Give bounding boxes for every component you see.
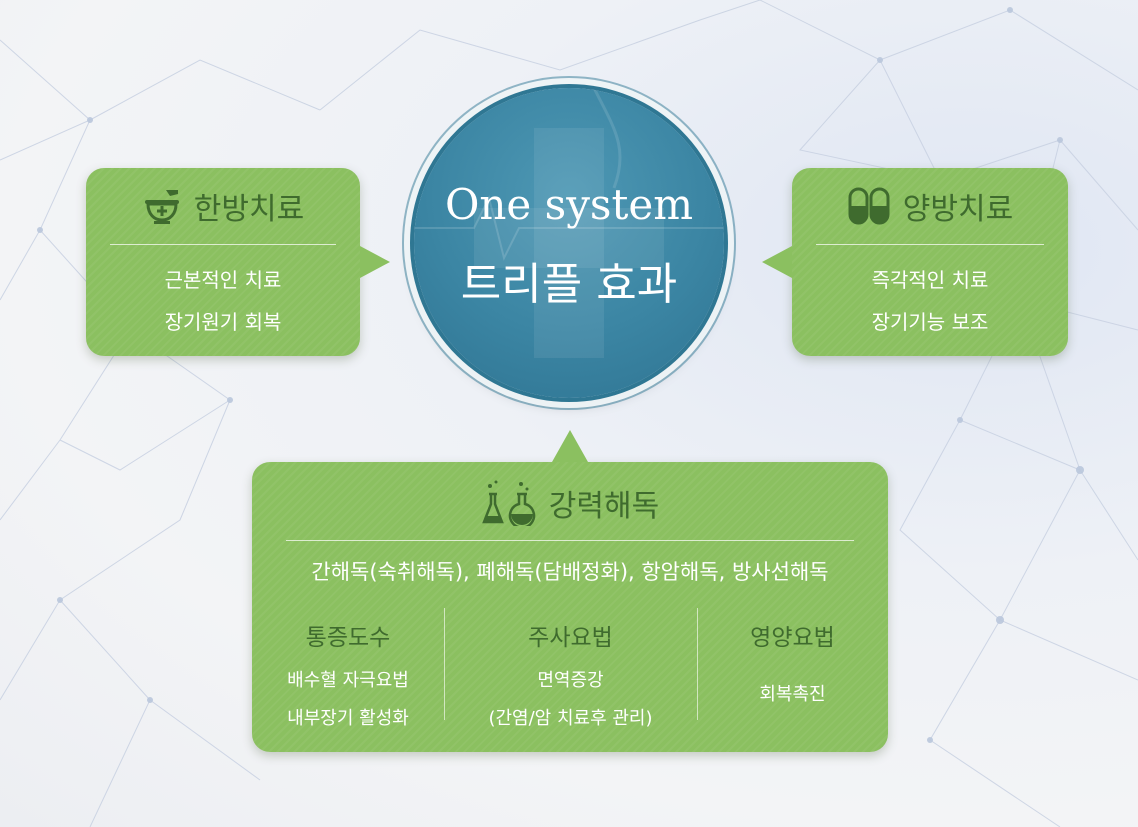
center-title-korean: 트리플 효과 xyxy=(460,259,678,310)
capsule-icon xyxy=(848,187,890,225)
card-title: 강력해독 xyxy=(548,489,660,524)
western-treatment-card: 양방치료 즉각적인 치료 장기기능 보조 xyxy=(762,168,1068,356)
center-title-english: One system xyxy=(444,180,694,229)
card-title: 한방치료 xyxy=(193,192,305,227)
flask-icon xyxy=(481,480,536,526)
column-divider xyxy=(697,608,698,720)
divider xyxy=(110,244,336,245)
column-divider xyxy=(444,608,445,720)
column-line: 면역증강 xyxy=(537,670,604,691)
column-injection-therapy: 주사요법 면역증강 (간염/암 치료후 관리) xyxy=(444,618,697,730)
card-subtitle: 간해독(숙취해독), 폐해독(담배정화), 항암해독, 방사선해독 xyxy=(311,560,829,584)
column-line: 내부장기 활성화 xyxy=(287,708,409,729)
mortar-pestle-icon xyxy=(144,190,179,224)
divider xyxy=(816,244,1044,245)
detox-card: 강력해독 간해독(숙취해독), 폐해독(담배정화), 항암해독, 방사선해독 통… xyxy=(252,430,888,752)
column-title: 주사요법 xyxy=(528,625,613,651)
column-line: 회복촉진 xyxy=(759,684,826,705)
pointer-arrow xyxy=(360,246,390,278)
card-header: 양방치료 xyxy=(792,184,1068,228)
column-line: (간염/암 치료후 관리) xyxy=(488,708,653,729)
column-pain-therapy: 통증도수 배수혈 자극요법 내부장기 활성화 xyxy=(252,618,444,730)
card-title: 양방치료 xyxy=(902,192,1014,227)
card-line: 근본적인 치료 xyxy=(164,268,282,292)
card-line: 즉각적인 치료 xyxy=(871,268,989,292)
column-title: 영양요법 xyxy=(750,625,835,651)
column-nutrition-therapy: 영양요법 회복촉진 xyxy=(697,618,888,706)
oriental-treatment-card: 한방치료 근본적인 치료 장기원기 회복 xyxy=(86,168,390,356)
column-line: 배수혈 자극요법 xyxy=(287,670,409,691)
column-title: 통증도수 xyxy=(305,625,391,651)
medical-background-illustration xyxy=(414,88,724,358)
card-line: 장기기능 보조 xyxy=(871,310,989,334)
card-line: 장기원기 회복 xyxy=(164,310,282,334)
divider xyxy=(286,540,854,541)
card-header: 한방치료 xyxy=(86,184,360,228)
card-header: 강력해독 xyxy=(252,480,888,526)
pointer-arrow xyxy=(552,430,588,462)
pointer-arrow xyxy=(762,246,792,278)
center-circle: One system 트리플 효과 xyxy=(414,88,724,398)
